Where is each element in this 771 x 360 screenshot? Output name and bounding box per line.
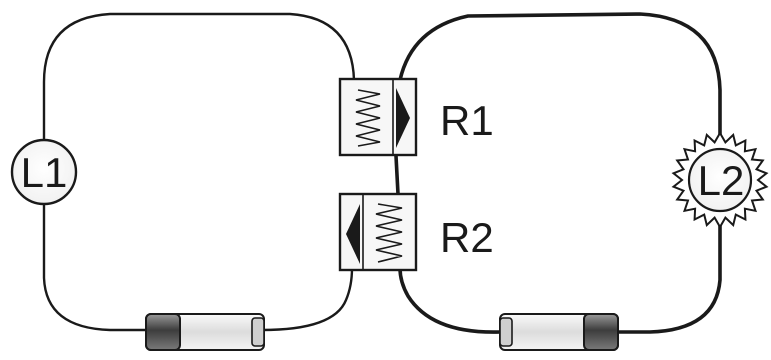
rheostat-r2: R2 [338,192,494,272]
battery-right-terminal [499,317,513,347]
rheostat-r1-label: R1 [440,97,494,144]
rheostat-r2-label: R2 [440,214,494,261]
rheostat-r1: R1 [338,77,494,157]
battery-right [499,313,619,351]
wire-right-top [398,12,722,144]
battery-left-cap [145,313,181,351]
lamp-l1-bulb [10,138,78,206]
wire-right-battery-to-r2 [398,266,502,334]
rheostat-r1-slider-icon [396,88,410,148]
lamp-l1-label: L1 [21,149,68,196]
rheostat-r1-coil-icon [355,89,381,147]
lamp-l2-label: L2 [698,157,745,204]
right-loop-wires [394,12,722,334]
lamp-l1: L1 [10,138,78,206]
battery-left [145,313,265,351]
wire-right-bottom [614,224,722,334]
lamp-l2: L2 [671,130,769,230]
wire-left-top [42,12,356,150]
left-loop-wires [42,12,356,332]
rheostat-r2-coil-icon [375,203,403,263]
battery-right-cap [583,313,619,351]
rheostat-r2-slider-icon [346,204,360,264]
wire-left-bottom [42,194,150,332]
battery-left-terminal [251,317,265,347]
wire-r1-r2-link [394,154,400,196]
wire-left-battery-to-r2 [260,266,354,332]
lamp-l2-bulb [687,147,753,213]
